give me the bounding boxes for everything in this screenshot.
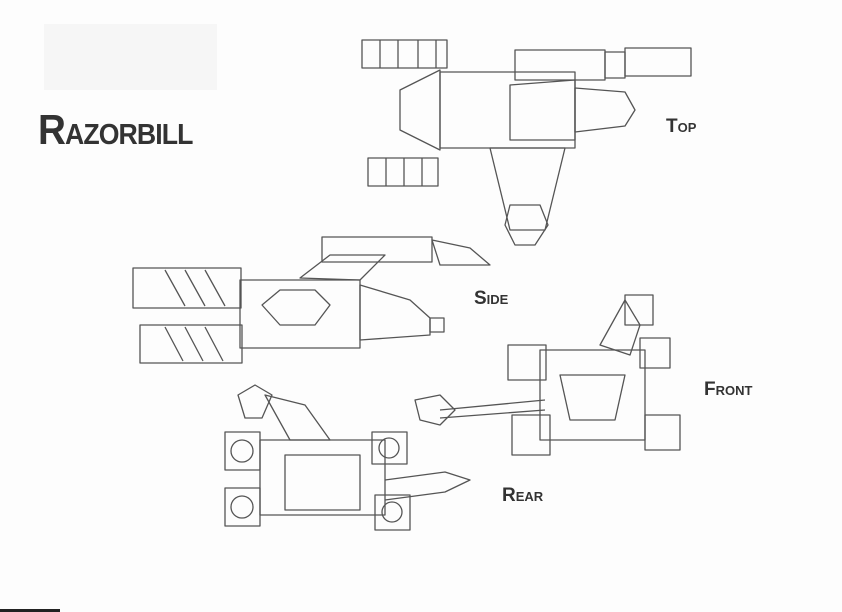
view-label-side: Side <box>474 288 509 309</box>
rear-view-sketch <box>224 384 471 531</box>
top-view-sketch <box>361 39 692 246</box>
blank-label-area <box>44 24 217 90</box>
front-view-sketch <box>414 294 681 456</box>
view-label-front: Front <box>704 379 753 400</box>
view-label-top: Top <box>666 116 697 137</box>
scan-edge <box>0 609 60 612</box>
sheet-title: Razorbill <box>38 106 193 153</box>
side-view-sketch <box>132 236 491 364</box>
view-label-rear: Rear <box>502 485 544 506</box>
